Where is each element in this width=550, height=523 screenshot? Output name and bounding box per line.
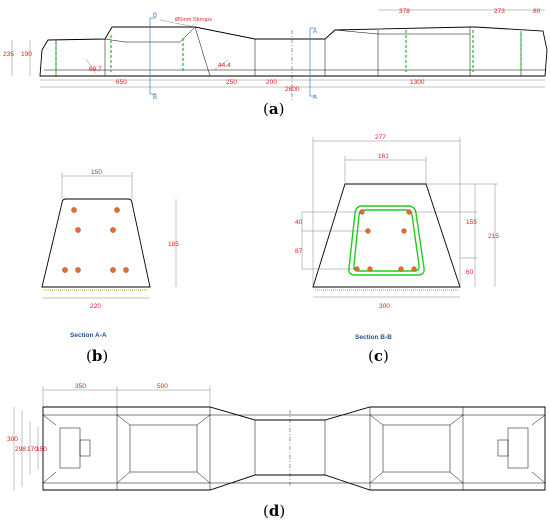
panel-b-section-aa: 150 220 185 Section A-A	[41, 169, 179, 339]
bb-overall-width: 277	[375, 134, 386, 141]
span-dim-1300: 1300	[410, 79, 425, 86]
top-dim-378: 378	[399, 8, 410, 15]
depth-dim: 44.4	[218, 62, 231, 69]
bb-bottom-width: 300	[379, 303, 390, 310]
bb-left-dim-87: 87	[295, 248, 303, 255]
panel-c-section-bb: 277 161 300 40 87 155 215 60 Section B-B	[295, 134, 499, 341]
caption-c: (c)	[368, 347, 389, 365]
angle-dim: 69.7	[89, 66, 102, 73]
section-mark-a-top: A	[313, 29, 317, 35]
bb-right-dim-215: 215	[488, 233, 499, 240]
aa-top-width: 150	[91, 169, 102, 176]
plan-dim-170: 170	[27, 446, 38, 453]
top-dim-273: 273	[494, 8, 505, 15]
panel-a-elevation: B B A A 235 190 650 250 200 1300 2600 37…	[3, 8, 548, 101]
bb-title: Section B-B	[355, 334, 392, 341]
height-dim-235: 235	[3, 51, 14, 58]
bb-inner-width: 161	[378, 153, 389, 160]
span-dim-250: 250	[226, 79, 237, 86]
plan-dim-300: 300	[7, 436, 18, 443]
plan-dim-298: 298	[15, 446, 26, 453]
height-dim-190: 190	[21, 51, 32, 58]
aa-title: Section A-A	[70, 332, 107, 339]
stirrup-note: Ø5mm Stirrups	[175, 17, 212, 23]
span-dim-650: 650	[116, 79, 127, 86]
plan-dim-500: 500	[157, 383, 168, 390]
section-mark-b-top: B	[153, 13, 157, 19]
caption-b: (b)	[86, 347, 108, 365]
bb-right-dim-155: 155	[466, 219, 477, 226]
span-dim-200: 200	[266, 79, 277, 86]
plan-dim-150: 150	[36, 446, 47, 453]
plan-dim-350: 350	[75, 383, 86, 390]
section-mark-b-bottom: B	[153, 95, 157, 101]
caption-d: (d)	[263, 502, 285, 520]
section-mark-a-bottom: A	[313, 95, 317, 101]
top-dim-80: 80	[533, 8, 541, 15]
aa-bottom-width: 220	[90, 303, 101, 310]
caption-a: (a)	[263, 100, 284, 118]
bb-left-dim-40: 40	[295, 219, 303, 226]
bb-right-dim-60: 60	[466, 269, 474, 276]
panel-d-plan: 350 500 300 298 170 150	[7, 383, 546, 491]
aa-height: 185	[168, 241, 179, 248]
total-dim-2600: 2600	[285, 86, 300, 93]
